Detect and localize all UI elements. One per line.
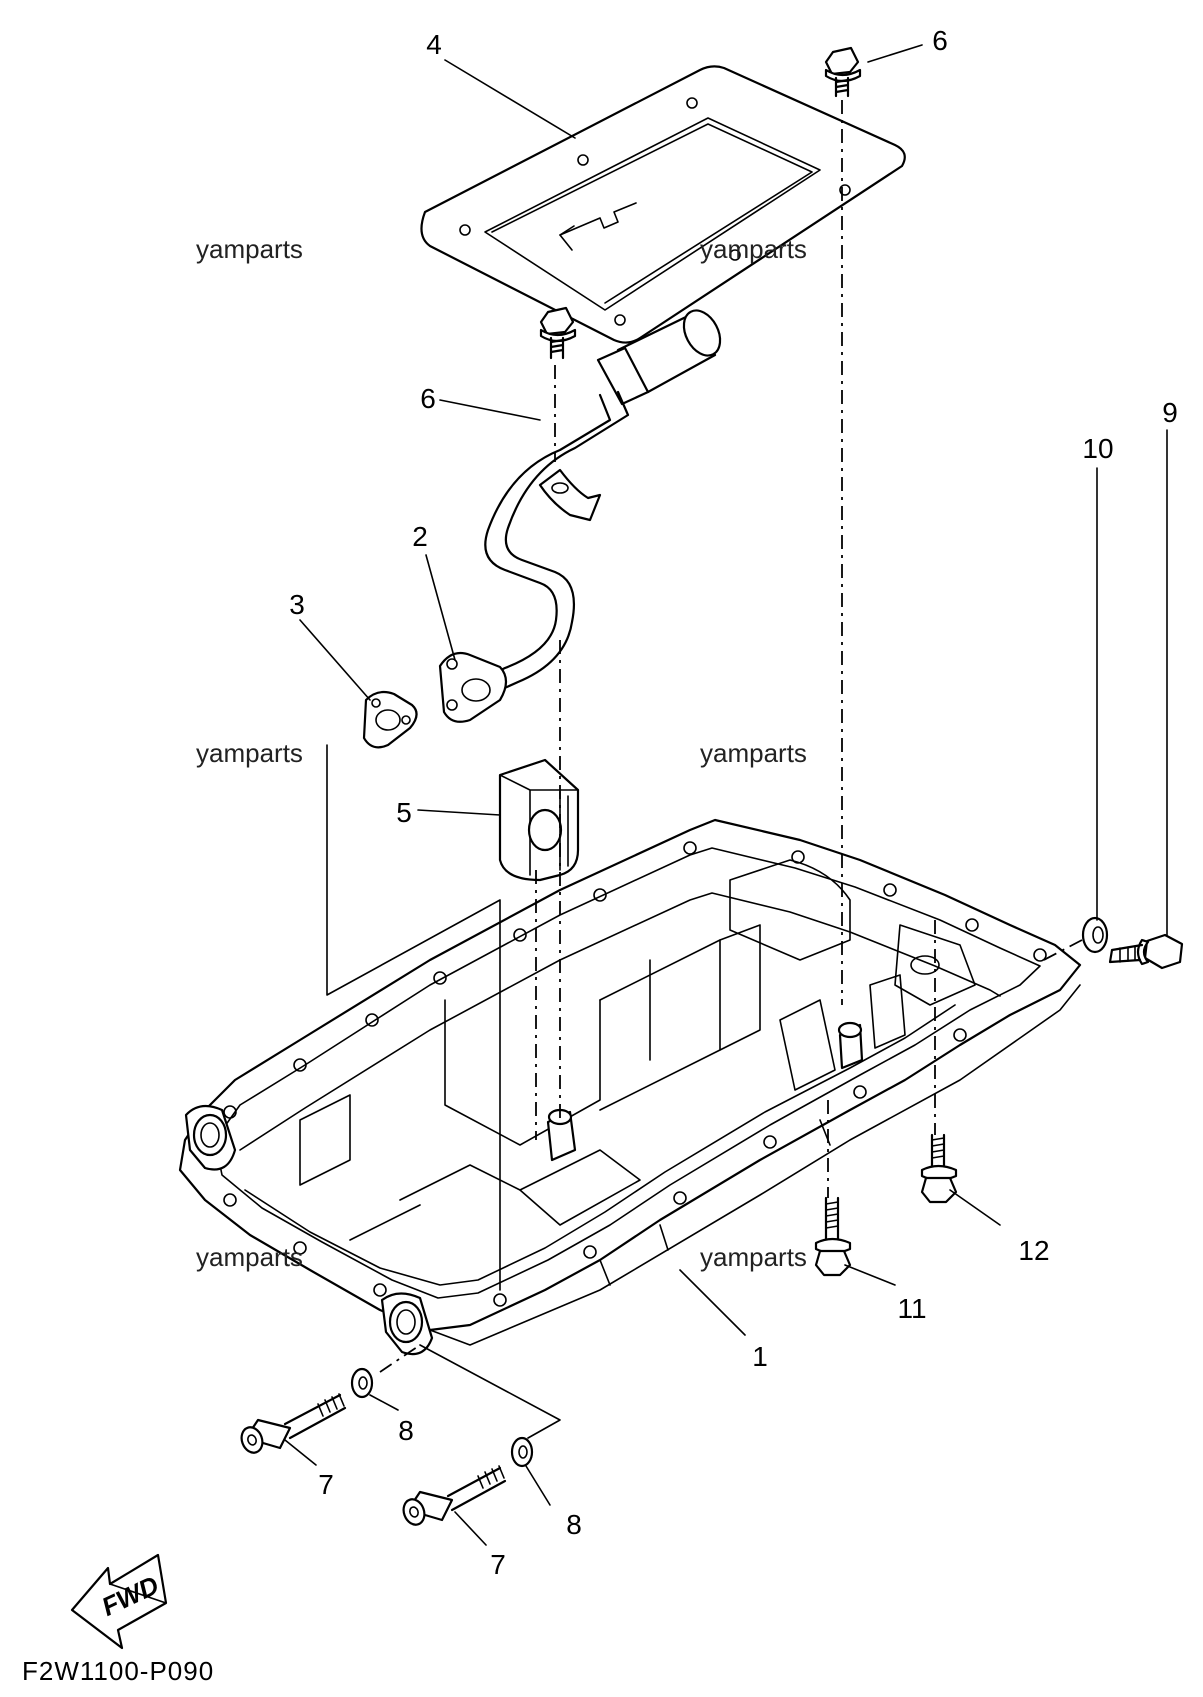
watermark: yamparts	[196, 1242, 303, 1272]
callout-6-mid: 6	[420, 383, 436, 414]
callout-8-b: 8	[566, 1509, 582, 1540]
fwd-arrow: FWD	[70, 1553, 168, 1650]
callout-3: 3	[289, 589, 305, 620]
part-3-gasket[interactable]	[362, 690, 418, 749]
part-7-bolt-a[interactable]	[238, 1393, 347, 1456]
watermark: yamparts	[700, 1242, 807, 1272]
callout-5: 5	[396, 797, 412, 828]
part-5-grommet[interactable]	[498, 758, 580, 882]
watermark: yamparts	[196, 738, 303, 768]
part-7-bolt-b[interactable]	[400, 1465, 507, 1528]
part-6-bolt-top[interactable]	[824, 46, 862, 98]
watermark: yamparts	[700, 738, 807, 768]
callout-11: 11	[897, 1293, 926, 1324]
callout-4: 4	[426, 29, 442, 60]
callout-8-a: 8	[398, 1415, 414, 1446]
callout-10: 10	[1082, 433, 1113, 464]
watermark: yamparts	[700, 234, 807, 264]
assembly-lines	[326, 100, 1083, 1439]
callout-9: 9	[1162, 397, 1178, 428]
callout-12: 12	[1018, 1235, 1049, 1266]
part-8-washer-a[interactable]	[350, 1367, 374, 1399]
leader-lines	[284, 44, 1168, 1546]
callout-7-b: 7	[490, 1549, 506, 1580]
part-4-cover-plate[interactable]	[420, 65, 906, 344]
part-8-washer-b[interactable]	[510, 1436, 534, 1468]
callout-1: 1	[752, 1341, 768, 1372]
callout-2: 2	[412, 521, 428, 552]
part-12-bolt[interactable]	[920, 1133, 958, 1204]
part-1-oil-pan[interactable]	[178, 818, 1082, 1356]
watermarks: yamparts yamparts yamparts yamparts yamp…	[196, 234, 807, 1272]
callout-labels: 1 2 3 4 5 6 6 7 7 8 8 9 10 11 12	[289, 25, 1178, 1580]
part-11-bolt[interactable]	[814, 1196, 852, 1277]
callout-7-a: 7	[318, 1469, 334, 1500]
drawing-code: F2W1100-P090	[22, 1656, 214, 1686]
part-6-bolt-mid[interactable]	[539, 306, 577, 360]
part-10-washer[interactable]	[1081, 916, 1109, 954]
watermark: yamparts	[196, 234, 303, 264]
part-9-drain-bolt[interactable]	[1108, 933, 1184, 970]
callout-6-top: 6	[932, 25, 948, 56]
part-2-oil-pipe[interactable]	[438, 304, 727, 723]
